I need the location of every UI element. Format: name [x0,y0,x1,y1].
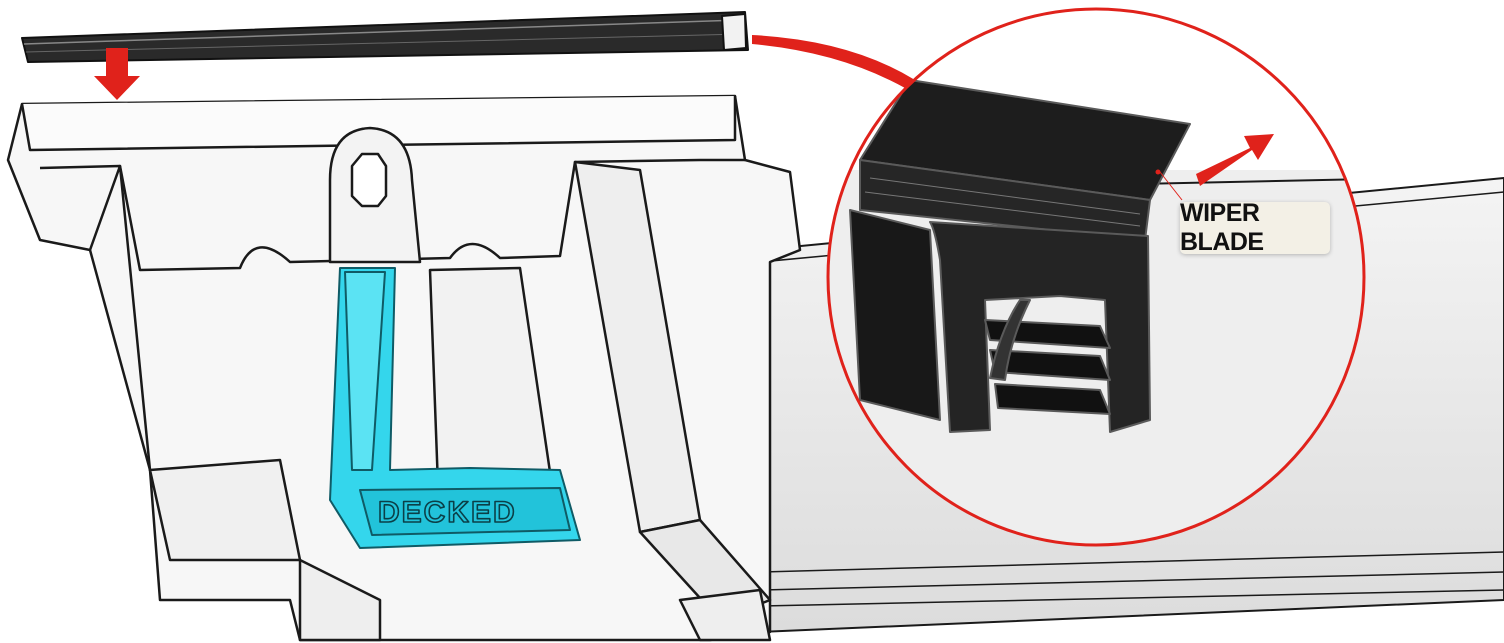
zoom-leader [752,35,915,88]
wiper-blade-callout: WIPER BLADE [1180,199,1330,256]
handle-emboss-text: DECKED [378,496,517,529]
indicator-dot [1155,169,1161,175]
latch-handle: DECKED [329,267,581,549]
arrow-down-icon [94,48,140,100]
wiper-blade-profile [849,79,1191,433]
arrow-up-right-icon [1196,134,1274,186]
wiper-blade-strip [21,11,749,63]
